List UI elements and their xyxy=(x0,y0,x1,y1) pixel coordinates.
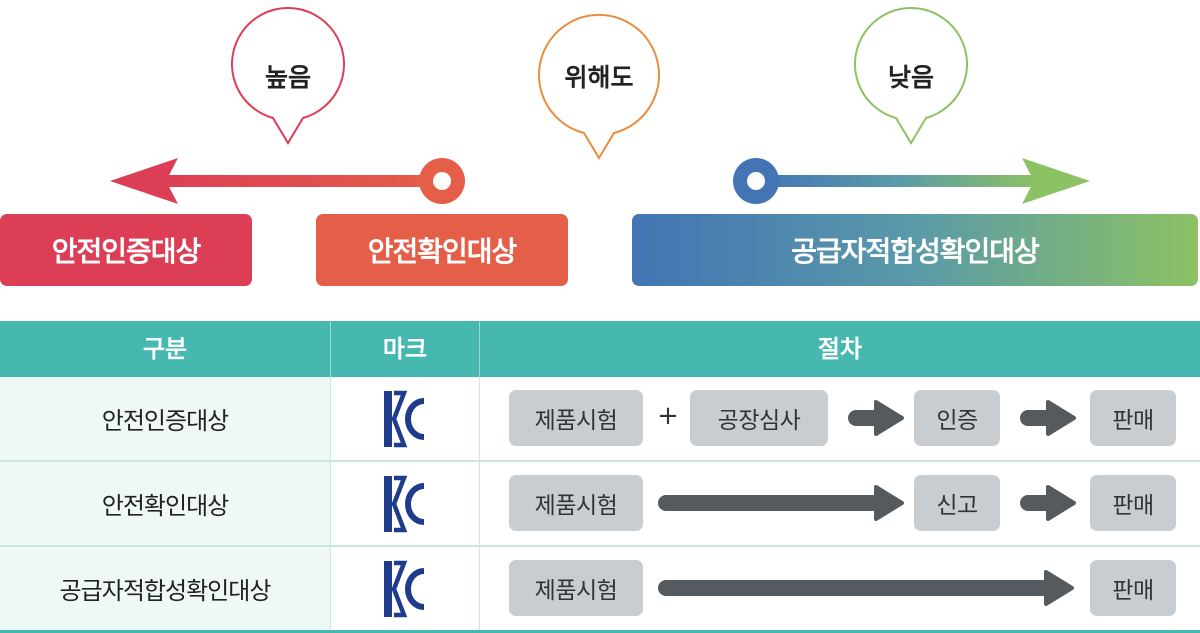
speech-bubble-high xyxy=(231,7,345,145)
step-sale: 판매 xyxy=(1090,390,1176,446)
step-product-test: 제품시험 xyxy=(509,390,643,446)
table-row: 공급자적합성확인대상 제품시험 판매 xyxy=(0,547,1200,633)
table-row: 안전인증대상 제품시험 + 공장심사 인증 판매 xyxy=(0,377,1200,462)
step-product-test: 제품시험 xyxy=(509,475,643,531)
category-safety-certification: 안전인증대상 xyxy=(0,214,252,286)
cell-divider xyxy=(479,547,480,630)
row-mark-cell xyxy=(331,462,479,545)
category-supplier-conformity: 공급자적합성확인대상 xyxy=(632,214,1198,286)
long-arrow-right-icon xyxy=(658,570,1074,606)
row-category-name: 안전인증대상 xyxy=(0,377,330,460)
step-report: 신고 xyxy=(914,475,1000,531)
row-category-name: 안전확인대상 xyxy=(0,462,330,545)
arrow-left-icon xyxy=(110,158,465,204)
speech-bubble-low xyxy=(854,7,968,145)
table-row: 안전확인대상 제품시험 신고 판매 xyxy=(0,462,1200,547)
step-product-test: 제품시험 xyxy=(509,560,643,616)
arrow-right-icon xyxy=(733,158,1090,204)
step-factory-audit: 공장심사 xyxy=(690,390,828,446)
cell-divider xyxy=(330,377,331,460)
header-divider xyxy=(479,321,480,377)
header-divider xyxy=(330,321,331,377)
kc-mark-icon xyxy=(384,390,425,447)
table-header: 구분 마크 절차 xyxy=(0,321,1200,377)
header-mark: 마크 xyxy=(382,335,428,363)
kc-mark-icon xyxy=(384,475,425,532)
header-category: 구분 xyxy=(142,335,188,363)
arrow-right-icon xyxy=(1020,400,1076,436)
cell-divider xyxy=(330,547,331,630)
hazard-diagram: 높음 위해도 낮음 안전인증대상 안전확인대상 공급자적합성확인대상 xyxy=(0,0,1200,300)
step-sale: 판매 xyxy=(1090,560,1176,616)
cell-divider xyxy=(479,377,480,460)
hazard-low-label: 낮음 xyxy=(887,63,934,92)
row-mark-cell xyxy=(331,377,479,460)
row-mark-cell xyxy=(331,547,479,630)
hazard-diagram-graphics xyxy=(110,7,1090,204)
cell-divider xyxy=(330,462,331,545)
procedure-table: 구분 마크 절차 안전인증대상 제품시험 + 공장심사 인증 판매 xyxy=(0,321,1200,633)
plus-sign: + xyxy=(657,401,679,431)
step-sale: 판매 xyxy=(1090,475,1176,531)
header-procedure: 절차 xyxy=(817,335,863,363)
category-safety-confirmation: 안전확인대상 xyxy=(316,214,568,286)
speech-bubble-center xyxy=(538,13,660,160)
arrow-right-icon xyxy=(848,400,904,436)
hazard-center-label: 위해도 xyxy=(564,63,634,92)
hazard-high-label: 높음 xyxy=(264,63,311,92)
long-arrow-right-icon xyxy=(658,485,904,521)
arrow-right-icon xyxy=(1020,485,1076,521)
cell-divider xyxy=(479,462,480,545)
row-category-name: 공급자적합성확인대상 xyxy=(0,547,330,630)
kc-mark-icon xyxy=(384,560,425,617)
step-certification: 인증 xyxy=(914,390,1000,446)
